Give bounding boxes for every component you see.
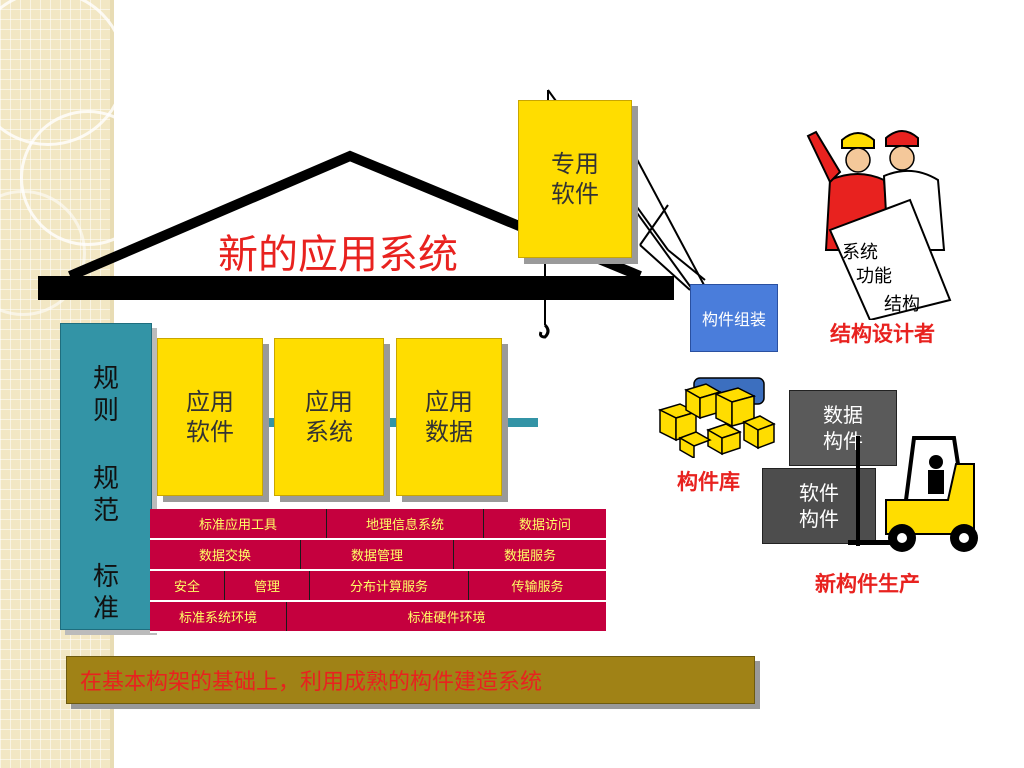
software-components-line1: 软件 [799,481,839,505]
app-system-line2: 系统 [305,418,353,446]
component-library-label: 构件库 [677,470,740,494]
grid-row-4: 标准系统环境 标准硬件环境 [150,602,606,633]
grid-separator [309,571,310,600]
grid-cell-standard-system-env: 标准系统环境 [178,611,257,626]
grid-separator [286,602,287,631]
grid-cell-data-access: 数据访问 [518,518,571,533]
app-data-line1: 应用 [425,388,473,416]
data-components-box: 数据 构件 [789,390,897,466]
component-library-icon [657,377,776,458]
structure-designer-illustration [806,130,952,320]
grid-cell-standard-hardware-env: 标准硬件环境 [407,611,486,626]
roof-beam [38,276,674,300]
data-components-line1: 数据 [823,403,863,427]
grid-cell-data-exchange: 数据交换 [198,549,251,564]
pillar-line-5: 标 [92,562,119,592]
app-software-line2: 软件 [186,418,234,446]
crane-hook-icon [539,323,550,339]
new-component-production-label: 新构件生产 [815,572,920,596]
app-system-box: 应用 系统 [274,338,384,496]
roof-title: 新的应用系统 [218,232,458,278]
grid-row-1: 标准应用工具 地理信息系统 数据访问 [150,509,606,540]
pillar-line-6: 准 [92,594,119,624]
special-software-line1: 专用 [551,150,599,178]
grid-separator [224,571,225,600]
pillar-line-2: 则 [92,396,119,426]
pillar-line-4: 范 [92,496,119,526]
special-software-line2: 软件 [551,180,599,208]
footer-text: 在基本构架的基础上，利用成熟的构件建造系统 [80,670,543,695]
structure-designer-label: 结构设计者 [830,322,935,346]
app-software-line1: 应用 [186,388,234,416]
decorative-circle-mid [20,110,156,246]
grid-separator [468,571,469,600]
paper-line-function: 功能 [856,266,892,287]
grid-separator [300,540,301,569]
grid-separator [453,540,454,569]
grid-cell-transport-service: 传输服务 [511,580,564,595]
grid-cell-data-service: 数据服务 [503,549,556,564]
component-assembly-box: 构件组装 [690,284,778,352]
grid-row-2: 数据交换 数据管理 数据服务 [150,540,606,571]
rules-standards-pillar: 规 则 规 范 标 准 [60,323,152,630]
grid-cell-security: 安全 [173,580,200,595]
grid-cell-standard-tools: 标准应用工具 [198,518,277,533]
paper-line-system: 系统 [842,242,878,263]
app-system-line1: 应用 [305,388,353,416]
app-data-box: 应用 数据 [396,338,502,496]
footer-banner [66,656,755,704]
grid-cell-management: 管理 [253,580,280,595]
grid-cell-distributed-computing: 分布计算服务 [349,580,428,595]
pillar-line-1: 规 [92,364,119,394]
grid-separator [326,509,327,538]
app-data-line2: 数据 [425,418,473,446]
app-software-box: 应用 软件 [157,338,263,496]
special-software-box: 专用 软件 [518,100,632,258]
grid-row-3: 安全 管理 分布计算服务 传输服务 [150,571,606,602]
forklift-icon [848,436,978,552]
pillar-line-3: 规 [92,464,119,494]
software-components-line2: 构件 [799,507,839,531]
paper-line-structure: 结构 [884,294,920,315]
grid-cell-data-management: 数据管理 [350,549,403,564]
grid-separator [483,509,484,538]
grid-cell-gis: 地理信息系统 [365,518,444,533]
